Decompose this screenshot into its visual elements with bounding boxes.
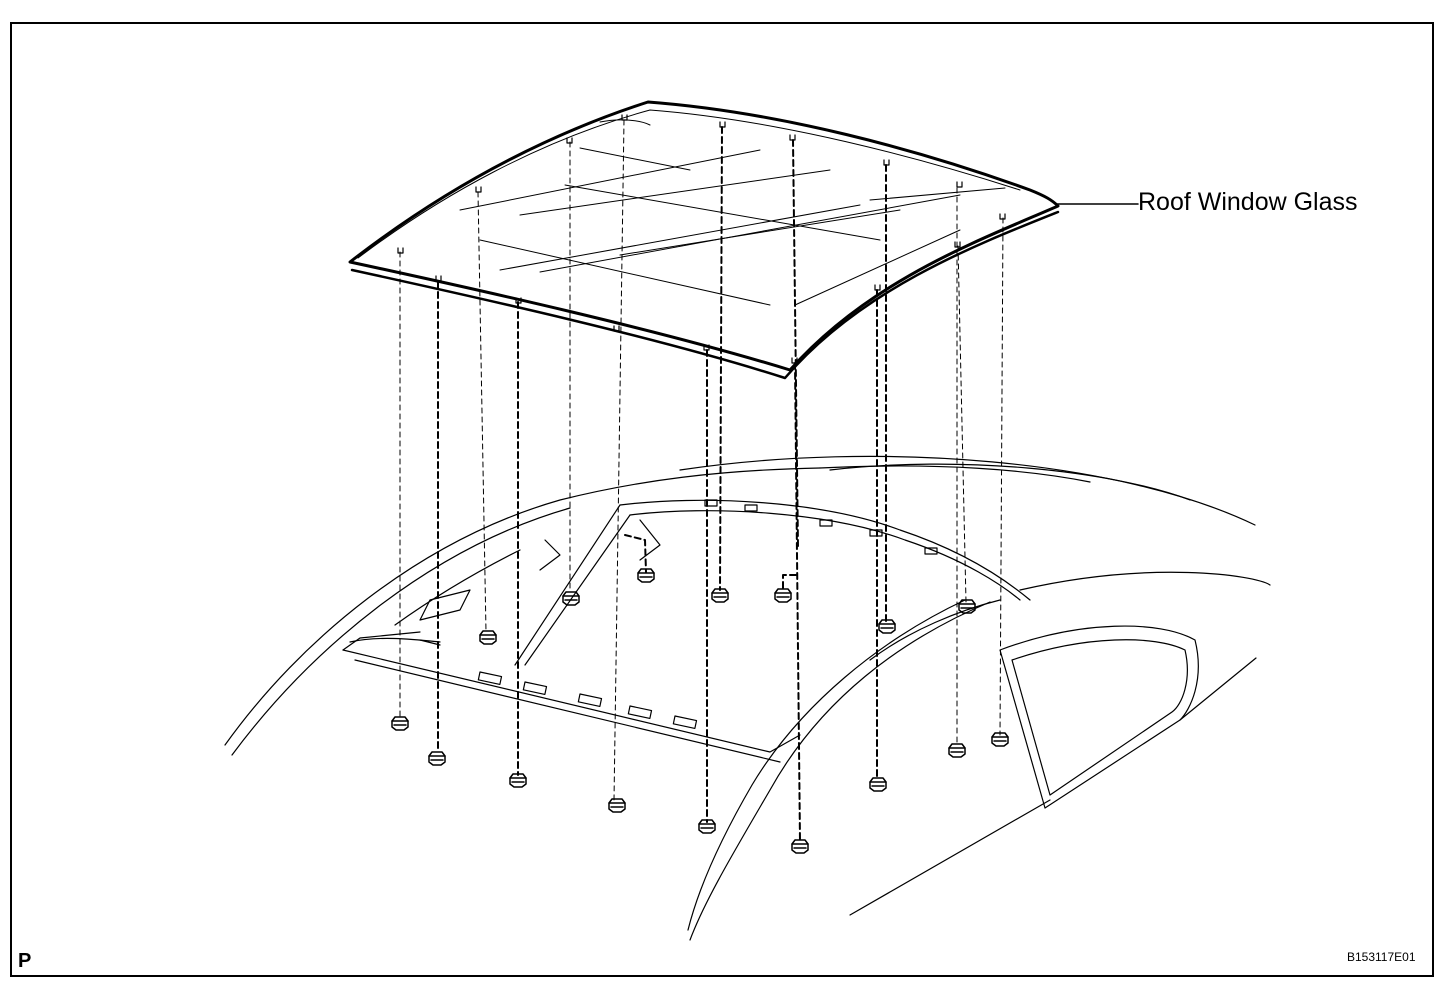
corner-mark: P	[18, 950, 32, 972]
callout-label-roof-window-glass: Roof Window Glass	[1138, 188, 1358, 216]
roof-window-glass	[348, 100, 1060, 380]
car-roof-body	[224, 455, 1271, 941]
alignment-lines	[399, 119, 1004, 843]
fastener-clips	[391, 568, 1009, 854]
figure-code: B153117E01	[1347, 950, 1416, 964]
diagram-border	[10, 22, 1434, 977]
